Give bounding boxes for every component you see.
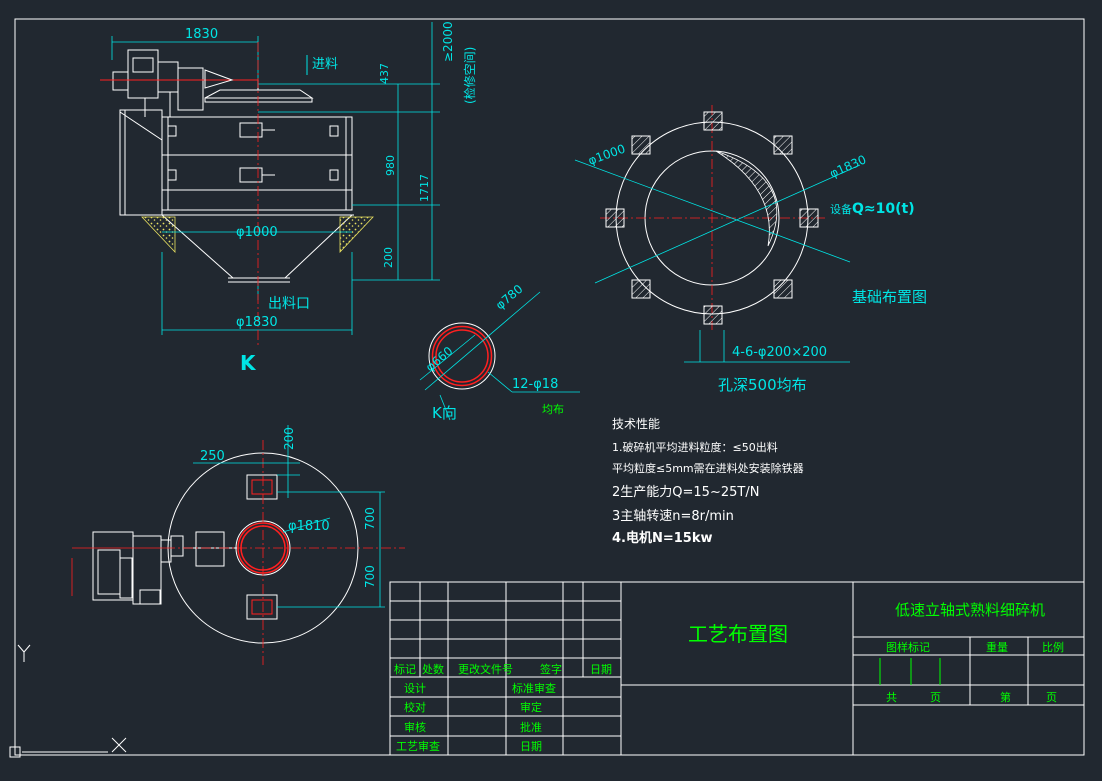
k-view-title: K向 [432, 404, 457, 422]
dim-cone-height: 200 [382, 247, 395, 268]
dim-clearance-note: (检修空间) [462, 47, 477, 104]
tech-spec-line-1: 1.破碎机平均进料粒度：≤50出料 [612, 440, 778, 454]
equipment-note: 设备 [830, 202, 852, 216]
dim-inner-dia: φ1000 [236, 225, 278, 240]
header-scale: 比例 [1042, 640, 1064, 654]
approval-process: 工艺审查 [396, 739, 440, 753]
front-view [100, 49, 354, 283]
foundation-left-hatch [141, 216, 176, 254]
title-block-lines [389, 581, 1085, 756]
header-drawing-mark: 图样标记 [886, 640, 930, 654]
plan-dim-lower: 700 [363, 565, 377, 588]
anchor-holes: 4-6-φ200×200 [732, 345, 827, 360]
approval-date: 日期 [520, 740, 542, 753]
dim-width-top: 1830 [185, 27, 218, 42]
foundation-inner-dia: φ1000 [586, 142, 627, 168]
view-marker-k: K [240, 351, 257, 375]
approval-review: 审核 [404, 720, 426, 734]
approval-standard: 标准审查 [512, 681, 556, 695]
rev-header-count: 处数 [422, 663, 444, 676]
hole-depth: 孔深500均布 [718, 376, 807, 394]
footer-pages-1: 页 [930, 691, 941, 704]
k-view-flange [419, 291, 580, 421]
equipment-weight: Q≈10(t) [852, 201, 915, 217]
plan-dim-upper: 700 [363, 507, 377, 530]
foundation-outer-dia: φ1830 [828, 152, 869, 180]
rev-header-doc: 更改文件号 [458, 662, 513, 676]
dim-outer-dia: φ1830 [236, 315, 278, 330]
rev-header-date: 日期 [590, 663, 612, 676]
foundation-title: 基础布置图 [852, 288, 927, 306]
approval-design: 设计 [404, 682, 426, 695]
dim-overall-height: 1717 [418, 174, 431, 202]
dim-clearance: ≥2000 [441, 21, 455, 62]
front-view-dimensions [111, 22, 440, 335]
header-weight: 重量 [986, 640, 1008, 654]
footer-total: 共 [886, 691, 897, 704]
plan-dim-offset: 250 [200, 449, 225, 464]
tech-spec-line-3: 2生产能力Q=15~25T/N [612, 485, 759, 500]
foundation-right-hatch [339, 216, 374, 254]
foundation-anchor-pockets [605, 111, 819, 325]
tech-spec-line-2: 平均粒度≤5mm需在进料处安装除铁器 [612, 461, 804, 475]
machine-name: 低速立轴式熟料细碎机 [895, 601, 1045, 619]
k-view-holes-note: 均布 [542, 403, 564, 416]
title-block-green-marks [879, 658, 941, 685]
rev-header-mark: 标记 [394, 662, 416, 676]
rev-header-sign: 签字 [540, 662, 562, 676]
drawing-title: 工艺布置图 [688, 622, 788, 646]
dim-top-height: 437 [378, 63, 391, 84]
k-view-holes: 12-φ18 [512, 377, 558, 392]
foundation-plan [574, 105, 861, 363]
ucs-icon [9, 644, 127, 758]
discharge-label: 出料口 [268, 296, 310, 312]
k-view-outer-dia: φ780 [493, 282, 526, 313]
plan-dim-top: 200 [282, 427, 296, 450]
dim-body-height: 980 [384, 155, 397, 176]
approval-authorize: 批准 [520, 720, 542, 734]
footer-sheet: 第 [1000, 690, 1011, 704]
approval-approve: 审定 [520, 700, 542, 714]
tech-spec-line-5: 4.电机N=15kw [612, 530, 713, 546]
plan-view-dimensions [193, 425, 385, 608]
feed-label: 进料 [312, 57, 338, 72]
approval-check: 校对 [404, 700, 426, 714]
plan-dim-dia: φ1810 [288, 519, 330, 534]
footer-pages-2: 页 [1046, 691, 1057, 704]
tech-spec-heading: 技术性能 [612, 417, 660, 431]
tech-spec-line-4: 3主轴转速n=8r/min [612, 509, 734, 524]
